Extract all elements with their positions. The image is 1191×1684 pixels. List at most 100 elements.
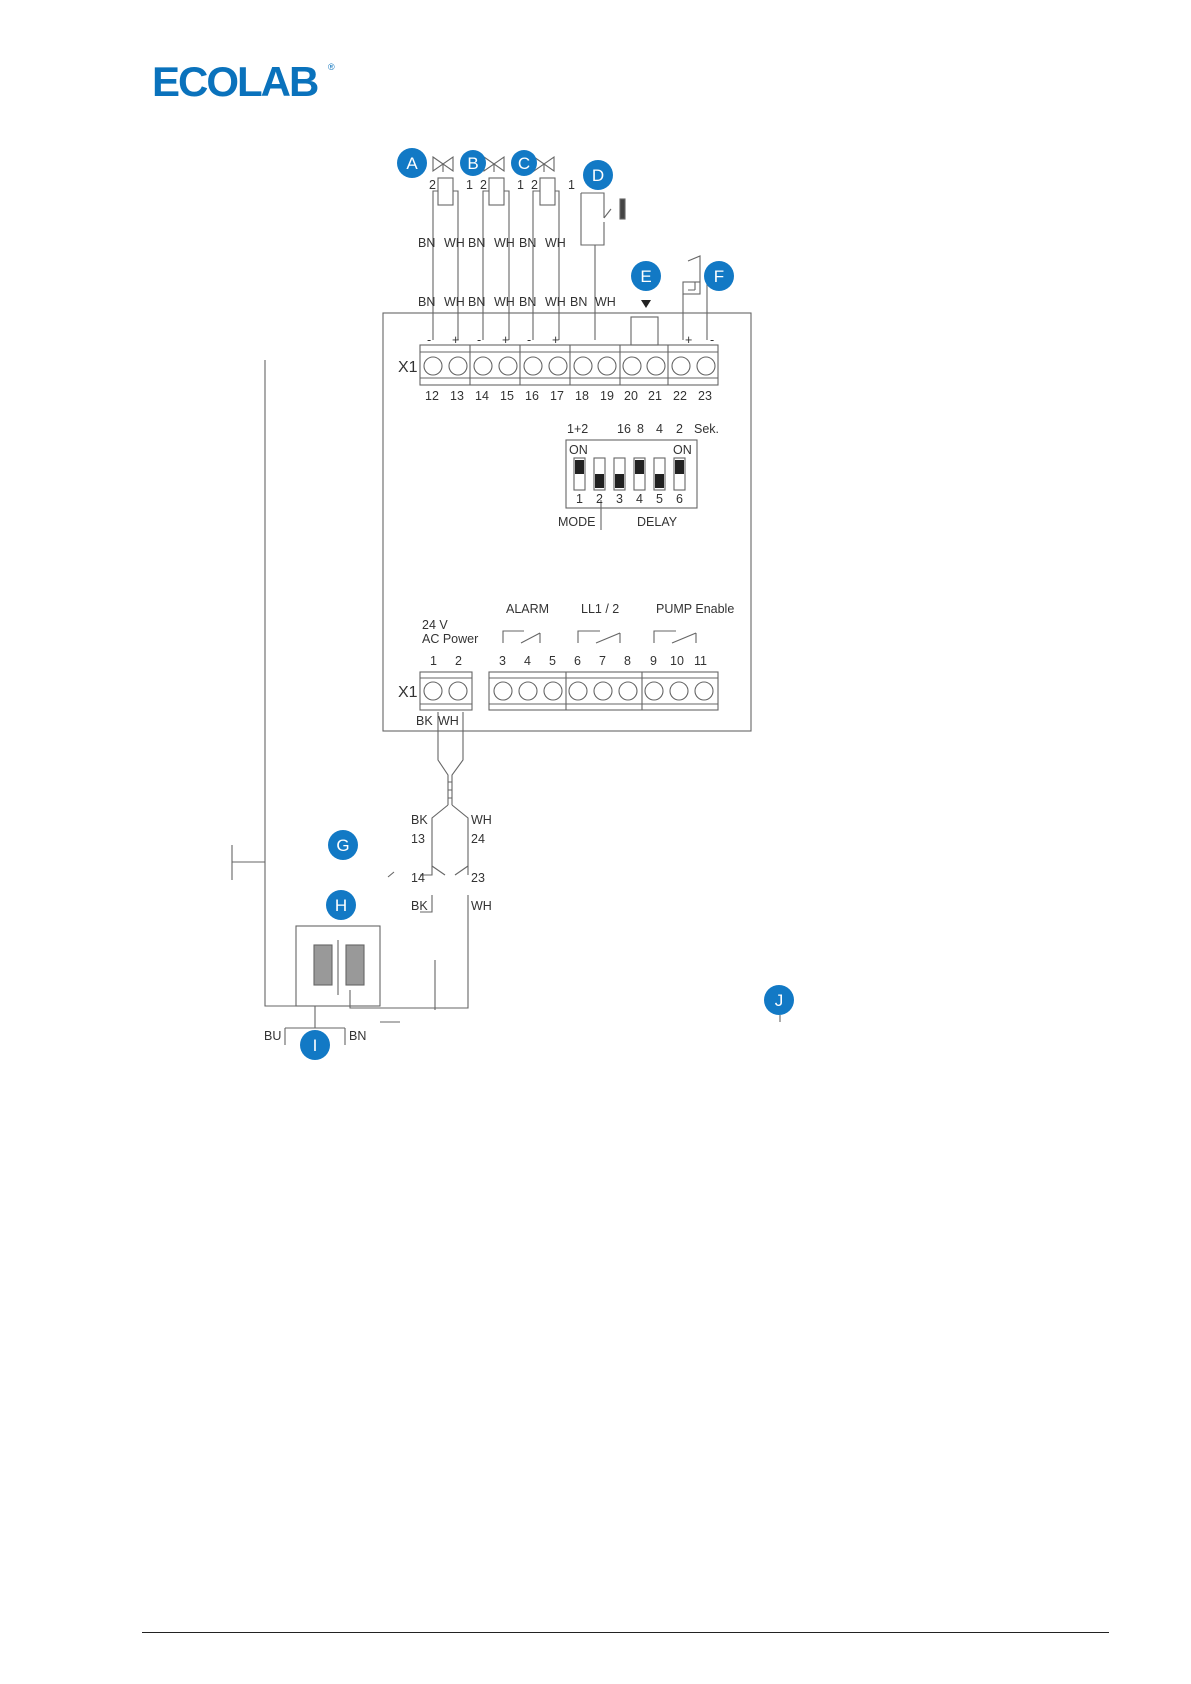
callout-b: B: [467, 154, 478, 173]
group-alarm: ALARM: [506, 602, 549, 616]
svg-text:WH: WH: [545, 295, 566, 309]
svg-text:4: 4: [656, 422, 663, 436]
svg-text:15: 15: [500, 389, 514, 403]
svg-text:WH: WH: [545, 236, 566, 250]
svg-text:19: 19: [600, 389, 614, 403]
svg-text:1: 1: [466, 178, 473, 192]
svg-text:5: 5: [549, 654, 556, 668]
svg-text:4: 4: [636, 492, 643, 506]
svg-text:10: 10: [670, 654, 684, 668]
svg-text:1+2: 1+2: [567, 422, 588, 436]
mains-bn: BN: [349, 1029, 366, 1043]
svg-text:WH: WH: [595, 295, 616, 309]
svg-text:+: +: [552, 333, 559, 347]
svg-text:16: 16: [617, 422, 631, 436]
svg-text:Sek.: Sek.: [694, 422, 719, 436]
power-label-2: AC Power: [422, 632, 478, 646]
svg-text:2: 2: [596, 492, 603, 506]
dip-on-left: ON: [569, 443, 588, 457]
callout-g: G: [336, 836, 349, 855]
wire-labels-top: BN WH BN WH BN WH: [418, 236, 566, 250]
svg-text:13: 13: [450, 389, 464, 403]
terminal-numbers-bottom: 1 2 3 4 5 6 7 8 9 10 11: [430, 654, 707, 668]
svg-text:BN: BN: [468, 295, 485, 309]
dip-mode-label: MODE: [558, 515, 596, 529]
svg-text:2: 2: [480, 178, 487, 192]
power-label-1: 24 V: [422, 618, 448, 632]
svg-text:13: 13: [411, 832, 425, 846]
svg-text:6: 6: [676, 492, 683, 506]
switch-g-left-labels: BK 13 14 BK: [411, 813, 428, 913]
svg-text:12: 12: [425, 389, 439, 403]
svg-text:8: 8: [637, 422, 644, 436]
callout-d: D: [592, 166, 604, 185]
svg-text:BN: BN: [519, 295, 536, 309]
svg-text:1: 1: [517, 178, 524, 192]
svg-text:BN: BN: [418, 236, 435, 250]
svg-text:2: 2: [429, 178, 436, 192]
svg-text:3: 3: [499, 654, 506, 668]
callout-f: F: [714, 267, 724, 286]
svg-text:23: 23: [698, 389, 712, 403]
svg-text:-: -: [710, 333, 714, 347]
svg-text:4: 4: [524, 654, 531, 668]
switch-g-right-labels: WH 24 23 WH: [471, 813, 492, 913]
footer-rule: [142, 1632, 1109, 1633]
svg-text:-: -: [527, 333, 531, 347]
svg-text:WH: WH: [471, 899, 492, 913]
svg-text:1: 1: [568, 178, 575, 192]
svg-text:14: 14: [411, 871, 425, 885]
wire-labels-strip: BN WH BN WH BN WH BN WH: [418, 295, 616, 309]
dip-delay-label: DELAY: [637, 515, 678, 529]
svg-text:BN: BN: [418, 295, 435, 309]
valve-terminal-numbers: 2 1 2 1 2 1: [429, 178, 575, 192]
group-pump-enable: PUMP Enable: [656, 602, 734, 616]
svg-text:2: 2: [455, 654, 462, 668]
wire-bk: BK: [416, 714, 433, 728]
dip-top-labels: 1+2 16 8 4 2 Sek.: [567, 422, 719, 436]
connector-label-top: X1: [398, 359, 418, 376]
svg-text:BN: BN: [570, 295, 587, 309]
svg-text:16: 16: [525, 389, 539, 403]
callout-a: A: [406, 154, 418, 173]
svg-text:BN: BN: [519, 236, 536, 250]
svg-text:21: 21: [648, 389, 662, 403]
svg-text:WH: WH: [494, 295, 515, 309]
svg-text:-: -: [477, 333, 481, 347]
svg-text:+: +: [502, 333, 509, 347]
svg-text:WH: WH: [471, 813, 492, 827]
svg-text:BK: BK: [411, 899, 428, 913]
svg-text:5: 5: [656, 492, 663, 506]
svg-text:2: 2: [676, 422, 683, 436]
callout-e: E: [640, 267, 651, 286]
mains-bu: BU: [264, 1029, 281, 1043]
svg-text:+: +: [452, 333, 459, 347]
svg-text:8: 8: [624, 654, 631, 668]
svg-text:17: 17: [550, 389, 564, 403]
svg-text:+: +: [685, 333, 692, 347]
callout-j: J: [775, 991, 784, 1010]
dip-on-right: ON: [673, 443, 692, 457]
svg-text:14: 14: [475, 389, 489, 403]
svg-text:WH: WH: [444, 295, 465, 309]
svg-text:11: 11: [694, 654, 707, 668]
wire-wh: WH: [438, 714, 459, 728]
svg-text:23: 23: [471, 871, 485, 885]
svg-text:1: 1: [576, 492, 583, 506]
svg-text:WH: WH: [494, 236, 515, 250]
dip-levers: [575, 460, 684, 488]
callout-c: C: [518, 154, 530, 173]
svg-text:22: 22: [673, 389, 687, 403]
svg-text:BN: BN: [468, 236, 485, 250]
dip-numbers: 1 2 3 4 5 6: [576, 492, 683, 506]
svg-text:20: 20: [624, 389, 638, 403]
svg-text:24: 24: [471, 832, 485, 846]
group-ll12: LL1 / 2: [581, 602, 619, 616]
svg-text:6: 6: [574, 654, 581, 668]
svg-text:3: 3: [616, 492, 623, 506]
terminal-numbers-top: 12 13 14 15 16 17 18 19 20 21 22 23: [425, 389, 712, 403]
callout-i: I: [313, 1036, 318, 1055]
svg-text:7: 7: [599, 654, 606, 668]
svg-text:WH: WH: [444, 236, 465, 250]
